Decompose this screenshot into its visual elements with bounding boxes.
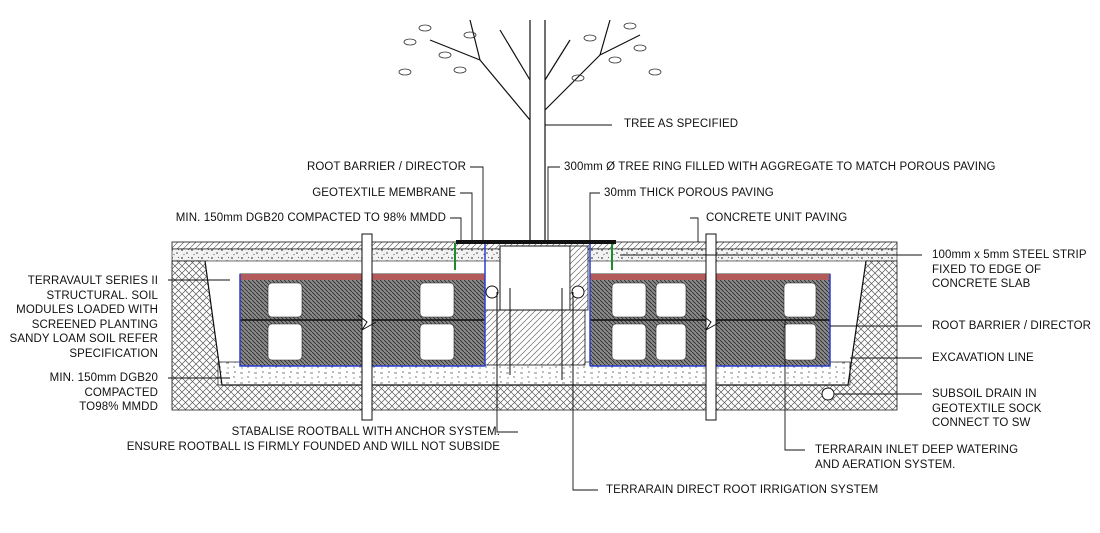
label-steel-strip: 100mm x 5mm STEEL STRIP FIXED TO EDGE OF… bbox=[932, 248, 1087, 292]
label-root-barrier-right: ROOT BARRIER / DIRECTOR bbox=[932, 320, 1092, 332]
pipes bbox=[485, 285, 835, 401]
label-subsoil-line: CONNECT TO SW bbox=[932, 417, 1031, 429]
label-dgb-bottom-line: TO98% MMDD bbox=[79, 401, 158, 413]
label-terravault-line: SCREENED PLANTING bbox=[31, 318, 158, 331]
label-subsoil: SUBSOIL DRAIN IN GEOTEXTILE SOCK CONNECT… bbox=[932, 387, 1042, 431]
label-steel-strip-line: 100mm x 5mm STEEL STRIP bbox=[932, 249, 1087, 261]
label-inlet-line: TERRARAIN INLET DEEP WATERING bbox=[815, 444, 1019, 456]
label-excavation: EXCAVATION LINE bbox=[932, 352, 1034, 364]
label-anchor-line: STABALISE ROOTBALL WITH ANCHOR SYSTEM. bbox=[231, 426, 500, 438]
label-terravault-line: STRUCTURAL. SOIL bbox=[46, 289, 158, 302]
label-dgb-bottom-line: COMPACTED bbox=[84, 386, 158, 399]
label-anchor: STABALISE ROOTBALL WITH ANCHOR SYSTEM. E… bbox=[60, 425, 500, 454]
label-porous-paving: 30mm THICK POROUS PAVING bbox=[604, 187, 774, 199]
label-tree-ring: 300mm Ø TREE RING FILLED WITH AGGREGATE … bbox=[564, 161, 996, 173]
leader-lines bbox=[168, 124, 922, 491]
label-tree: TREE AS SPECIFIED bbox=[624, 118, 739, 130]
label-root-barrier-top: ROOT BARRIER / DIRECTOR bbox=[306, 161, 466, 173]
root-barriers bbox=[239, 244, 831, 367]
label-inlet: TERRARAIN INLET DEEP WATERING AND AERATI… bbox=[815, 443, 1018, 472]
label-concrete-paving: CONCRETE UNIT PAVING bbox=[706, 212, 848, 224]
geotextile-membrane bbox=[454, 240, 616, 270]
label-terravault-line: MODULES LOADED WITH bbox=[16, 304, 158, 316]
label-dgb-top: MIN. 150mm DGB20 COMPACTED TO 98% MMDD bbox=[175, 212, 446, 224]
label-inlet-line: AND AERATION SYSTEM. bbox=[815, 458, 956, 471]
label-terravault-line: TERRAVAULT SERIES II bbox=[27, 275, 158, 287]
anchor-stakes bbox=[496, 288, 574, 410]
label-irrigation: TERRARAIN DIRECT ROOT IRRIGATION SYSTEM bbox=[606, 484, 879, 496]
excavation-line bbox=[204, 260, 867, 386]
label-dgb-bottom-line: MIN. 150mm DGB20 bbox=[49, 372, 158, 384]
tree bbox=[398, 19, 662, 242]
label-subsoil-line: SUBSOIL DRAIN IN bbox=[932, 388, 1037, 400]
label-terravault: TERRAVAULT SERIES II STRUCTURAL. SOIL MO… bbox=[6, 274, 158, 361]
label-subsoil-line: GEOTEXTILE SOCK bbox=[932, 402, 1042, 415]
label-dgb-bottom: MIN. 150mm DGB20 COMPACTED TO98% MMDD bbox=[6, 371, 158, 415]
label-steel-strip-line: FIXED TO EDGE OF bbox=[932, 263, 1042, 276]
label-steel-strip-line: CONCRETE SLAB bbox=[932, 278, 1031, 290]
label-terravault-line: SANDY LOAM SOIL REFER bbox=[9, 333, 158, 345]
break-lines bbox=[357, 233, 721, 421]
label-terravault-line: SPECIFICATION bbox=[69, 347, 158, 360]
label-anchor-line: ENSURE ROOTBALL IS FIRMLY FOUNDED AND WI… bbox=[126, 440, 500, 453]
label-geotextile: GEOTEXTILE MEMBRANE bbox=[312, 187, 456, 199]
